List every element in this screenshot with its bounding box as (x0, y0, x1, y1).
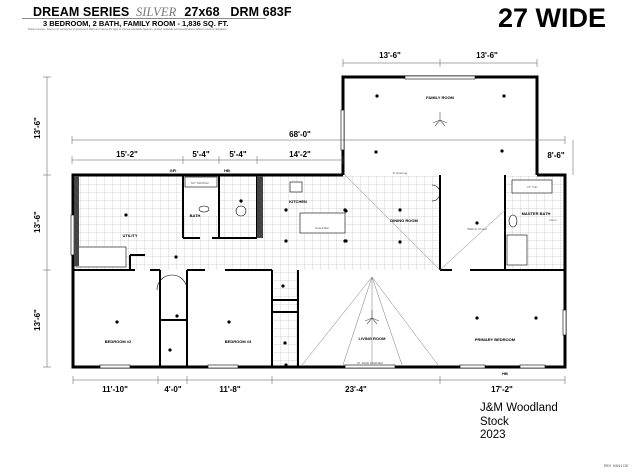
revision-note: REV. 9/9/11 DS (604, 464, 629, 468)
dim-top-1: 15'-2" (116, 150, 138, 159)
dim-left-bottom: 13'-6" (33, 309, 42, 331)
dealer-year: 2023 (480, 429, 506, 441)
room-bedroom-2: BEDROOM #2 (105, 339, 132, 344)
dim-top-2: 5'-4" (192, 150, 209, 159)
dim-family-left: 13'-6" (379, 51, 401, 60)
dim-left-top: 13'-6" (33, 117, 42, 139)
label-hb: HB (224, 168, 230, 173)
label-tub: 60" Tub/Shwr (191, 181, 209, 185)
room-master-bath: MASTER BATH (522, 211, 551, 216)
label-walkin: Walk-In Closet (467, 227, 487, 231)
fixtures (75, 176, 553, 291)
dim-overall-length: 68'-0" (289, 130, 311, 139)
label-opening: 8' Opening (393, 171, 408, 175)
plan-subtitle: 3 BEDROOM, 2 BATH, FAMILY ROOM - 1,836 S… (43, 19, 229, 28)
ceiling-fan-icon (364, 112, 448, 325)
washer-dryer (75, 246, 127, 268)
master-toilet (508, 214, 518, 228)
width-label: 27 WIDE (498, 3, 607, 33)
label-gfi: GFI (170, 168, 177, 173)
tile-floor-hall (272, 270, 298, 366)
dim-right-offset: 8'-6" (547, 151, 564, 160)
dim-top-3: 5'-4" (229, 150, 246, 159)
plan-title: DREAM SERIES SILVER 27x68 DRM 683F (33, 5, 292, 20)
windows (70, 75, 567, 369)
toilet (198, 205, 210, 213)
series-name: DREAM SERIES (33, 5, 130, 19)
label-master-tub: 72" Tub (527, 185, 538, 189)
label-hb-2: HB (502, 371, 508, 376)
dealer-name: J&M Woodland (480, 402, 558, 414)
dealer-stock: Stock (480, 415, 509, 428)
dim-family-right: 13'-6" (476, 51, 498, 60)
dim-bottom-5: 17'-2" (491, 385, 513, 394)
bathtub (184, 176, 218, 188)
room-kitchen: KITCHEN (289, 199, 307, 204)
dimension-labels: 13'-6" 13'-6" 68'-0" 15'-2" 5'-4" 5'-4" … (33, 51, 565, 394)
room-bath: BATH (190, 213, 201, 218)
model-number: DRM 683F (230, 5, 292, 19)
disclaimer: Dream Homes - Due to our continuous impr… (28, 28, 228, 31)
home-size: 27x68 (184, 5, 220, 19)
interior-walls (73, 175, 565, 367)
dim-top-4: 14'-2" (289, 150, 311, 159)
room-primary-bedroom: PRIMARY BEDROOM (475, 337, 516, 342)
dealer-note: J&M Woodland Stock 2023 (480, 402, 558, 443)
dimension-lines (43, 59, 574, 384)
dim-bottom-1: 11'-10" (102, 385, 128, 394)
room-bedroom-3: BEDROOM #3 (225, 339, 252, 344)
room-living: LIVING ROOM (359, 336, 387, 341)
ceiling-lights (115, 94, 538, 367)
vaulted-ceiling-lines (301, 174, 506, 366)
kitchen-island (299, 212, 346, 234)
cabinet-blocks (74, 176, 263, 266)
label-corner: Pf. 400D CORNER (357, 361, 383, 365)
shower (506, 234, 528, 266)
room-dining: DINING ROOM (390, 218, 418, 223)
series-style: SILVER (135, 5, 177, 19)
dim-bottom-3: 11'-8" (219, 385, 240, 394)
kitchen-sink (289, 181, 303, 193)
master-tub (511, 179, 553, 194)
dim-bottom-2: 4'-0" (164, 385, 181, 394)
water-heater (235, 205, 247, 217)
room-utility: UTILITY (122, 233, 137, 238)
label-snack-bar: Snack Bar (315, 226, 329, 230)
dim-bottom-4: 23'-4" (345, 385, 367, 394)
label-linen: Linen (549, 218, 557, 222)
room-family: FAMILY ROOM (426, 95, 454, 100)
dim-left-mid: 13'-6" (33, 211, 42, 233)
title-rule (22, 18, 266, 19)
